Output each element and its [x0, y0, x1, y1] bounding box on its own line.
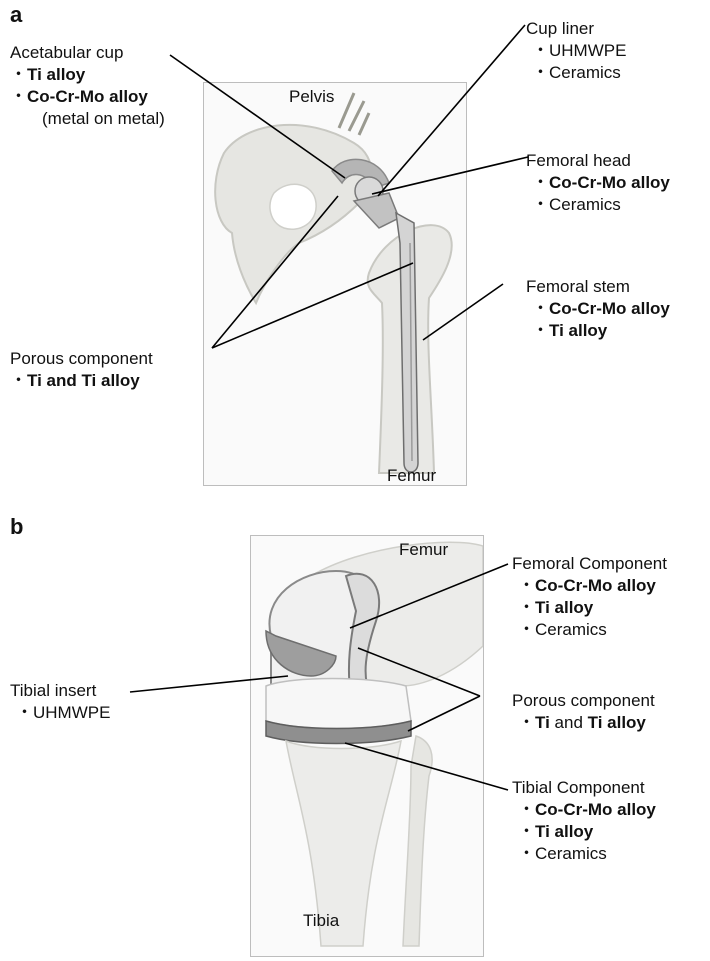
leader-porous-b-1 — [358, 648, 480, 696]
leader-cup-liner — [378, 25, 525, 196]
leader-porous-b-2 — [408, 696, 480, 731]
leader-porous-a-1 — [212, 196, 338, 348]
leader-tibial-insert — [130, 676, 288, 692]
leader-acetabular-cup — [170, 55, 345, 178]
leader-porous-a-2 — [212, 263, 413, 348]
leader-tibial-component — [345, 743, 508, 790]
leader-femoral-component — [350, 564, 508, 628]
leader-femoral-stem — [423, 284, 503, 340]
